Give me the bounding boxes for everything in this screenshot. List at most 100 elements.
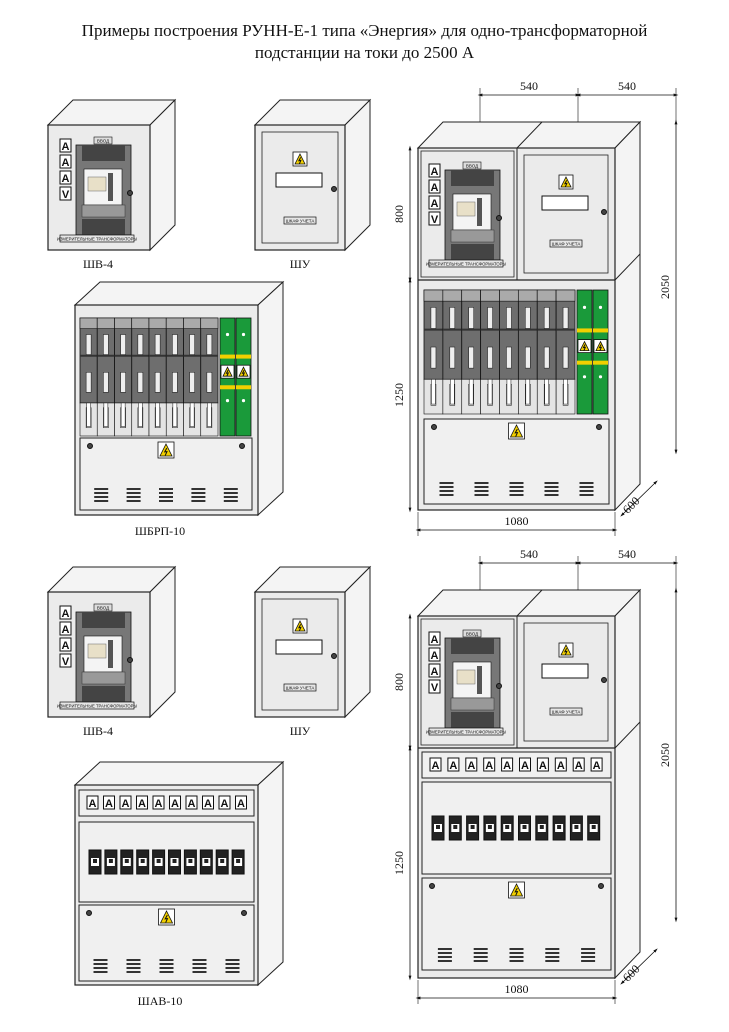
ammeter-label: A [171,798,179,810]
fuse-window [506,346,512,369]
ammeter-label: A [105,798,113,810]
fuse-window [562,346,569,369]
meter-box [428,679,441,694]
module-screw [241,332,246,337]
breaker-toggle-lever [93,859,97,863]
vent-slot [437,960,452,962]
ammeter-label: A [431,650,439,662]
transformers-plate [59,234,135,243]
vent-slot [159,959,174,961]
lightning-icon [563,648,568,656]
lock-icon [127,657,133,663]
meter-box [202,795,214,810]
breaker-toggle-lever [557,825,562,829]
fuse-window [189,334,195,355]
vent-slot [474,486,489,488]
fuse-contact [487,379,493,405]
vent-slot [159,496,173,498]
ammeter-label: A [593,760,601,772]
meter-box [59,170,72,185]
breaker-toggle-lever [436,825,440,829]
vent-slot [544,482,559,484]
vent-slot [126,963,141,965]
breaker-toggle-lever [188,859,193,863]
vent-slot [192,971,207,973]
vent-slot [474,494,489,496]
meter-window [541,195,589,211]
lock-icon [239,443,245,449]
lock-icon [331,186,337,192]
ammeter-label: A [62,141,70,153]
meter-window [275,172,323,188]
ammeter-label: A [221,798,229,810]
shkaf-ucheta-plate [283,216,317,225]
fuse-top-bar [148,317,167,329]
ammeter-label: A [539,760,547,772]
cabinet-shbrp10: ШБРП-10 [73,280,285,538]
meter-box [428,663,441,678]
vent-slot [544,490,559,492]
meter-box [501,757,514,772]
label-shu: ШУ [290,724,311,738]
fuse-top-bar [555,289,576,302]
ammeter-label: A [138,798,146,810]
meter-box [428,163,441,178]
lock-icon [496,215,502,221]
breaker-lever [477,666,482,694]
fuse-top-bar [499,289,519,302]
lightning-icon [563,180,568,188]
breaker-toggle-lever [108,859,113,863]
vent-slot [544,494,559,496]
vent-slot [509,948,524,950]
meter-box [465,757,478,772]
vent-slot [94,492,109,494]
ammeter-label: A [431,198,439,210]
vent-slot [581,952,596,954]
vent-slot [439,490,454,492]
meter-box [429,757,442,772]
vvod-plate [462,161,482,170]
ammeter-label: A [62,608,70,620]
lightning-icon [297,157,302,165]
transformers-label: ИЗМЕРИТЕЛЬНЫЕ ТРАНСФОРМАТОРЫ [426,730,507,735]
fuse-top-bar [183,317,202,329]
module-screw [582,375,587,379]
lock-icon [601,677,607,683]
vent-slot [93,959,108,961]
module-screw [225,399,230,403]
ammeter-label: A [62,624,70,636]
fuse-contact [468,379,474,405]
cabinet-top [73,281,285,306]
fuse-window [137,372,144,393]
meter-box [428,211,441,226]
door-frame [420,150,515,278]
vent-slot [159,492,173,494]
ammeter-label: A [467,760,475,772]
cabinet-side [614,588,641,980]
vent-slot [545,956,560,958]
vent-slot [509,490,524,492]
lock-icon [127,190,133,196]
lightning-icon [241,369,246,377]
voltmeter-label: V [62,656,70,668]
vent-slot [545,948,560,950]
breaker-base [81,204,126,218]
dimension-label: 540 [618,547,636,561]
breaker-lever [108,173,113,201]
vent-slot [579,494,594,496]
breaker-toggle-lever [172,859,177,863]
vent-slot [223,492,238,494]
vent-slot [223,500,238,502]
vent-slot [192,963,207,965]
breaker-toggle-lever [220,859,225,863]
page-title: Примеры построения РУНН-Е-1 типа «Энерги… [0,20,729,64]
module-screw [241,399,246,403]
meter-box [59,621,72,636]
dimension-label: 2050 [658,275,672,299]
fuse-contact [207,402,212,427]
fuse-top-bar [423,289,444,302]
fuse-window [543,307,550,329]
fuse-window [85,372,92,393]
vent-slot [509,486,524,488]
vent-slot [191,500,206,502]
